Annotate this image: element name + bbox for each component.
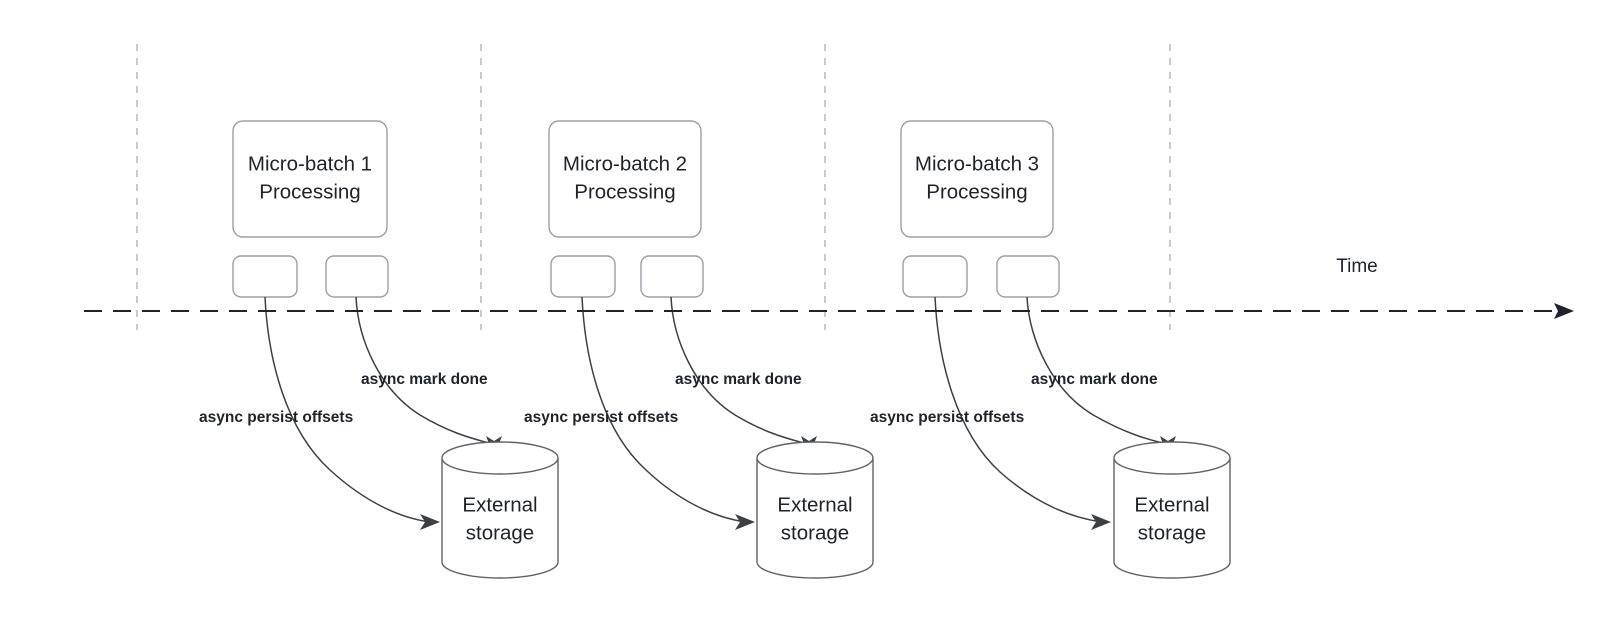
external-storage-cylinder-body[interactable] bbox=[441, 458, 559, 579]
external-storage-cylinder-body[interactable] bbox=[756, 458, 874, 579]
external-storage-label-line1: External bbox=[777, 493, 852, 516]
external-storage-cylinder-top[interactable] bbox=[1113, 441, 1231, 475]
async-mark-done-curve bbox=[355, 296, 493, 445]
async-persist-offsets-label: async persist offsets bbox=[870, 409, 1024, 426]
async-persist-offsets-label: async persist offsets bbox=[199, 409, 353, 426]
micro-batch-label-line2: Processing bbox=[926, 180, 1027, 203]
async-persist-offsets-arrowhead bbox=[1091, 514, 1111, 530]
external-storage-label-line2: storage bbox=[781, 521, 849, 544]
external-storage-label-line2: storage bbox=[1138, 521, 1206, 544]
micro-batch-label-line1: Micro-batch 2 bbox=[563, 152, 687, 175]
task-box-left[interactable] bbox=[550, 255, 616, 298]
task-box-left[interactable] bbox=[232, 255, 298, 298]
micro-batch-box[interactable] bbox=[900, 120, 1054, 238]
task-box-left[interactable] bbox=[902, 255, 968, 298]
async-persist-offsets-label: async persist offsets bbox=[524, 409, 678, 426]
task-box-right[interactable] bbox=[640, 255, 704, 298]
time-axis-arrowhead bbox=[1554, 303, 1574, 319]
micro-batch-label-line1: Micro-batch 3 bbox=[915, 152, 1039, 175]
micro-batch-label-line1: Micro-batch 1 bbox=[248, 152, 372, 175]
task-box-right[interactable] bbox=[996, 255, 1060, 298]
external-storage-cylinder-top[interactable] bbox=[441, 441, 559, 475]
micro-batch-label-line2: Processing bbox=[259, 180, 360, 203]
async-mark-done-curve bbox=[1026, 296, 1167, 445]
async-persist-offsets-arrowhead bbox=[420, 514, 440, 530]
async-persist-offsets-curve bbox=[264, 296, 431, 523]
async-mark-done-label: async mark done bbox=[675, 371, 802, 388]
external-storage-label-line1: External bbox=[462, 493, 537, 516]
time-axis-label: Time bbox=[1336, 256, 1378, 277]
external-storage-label-line1: External bbox=[1134, 493, 1209, 516]
async-persist-offsets-curve bbox=[581, 296, 747, 523]
async-mark-done-label: async mark done bbox=[1031, 371, 1158, 388]
micro-batch-label-line2: Processing bbox=[574, 180, 675, 203]
boundary-ticks bbox=[136, 44, 1171, 330]
async-mark-done-curve bbox=[670, 296, 808, 445]
external-storage-cylinder-body[interactable] bbox=[1113, 458, 1231, 579]
micro-batch-box[interactable] bbox=[548, 120, 702, 238]
async-mark-done-label: async mark done bbox=[361, 371, 488, 388]
external-storage-label-line2: storage bbox=[466, 521, 534, 544]
async-persist-offsets-arrowhead bbox=[735, 514, 755, 530]
time-axis: Time bbox=[84, 256, 1574, 319]
task-box-right[interactable] bbox=[325, 255, 389, 298]
external-storage-cylinder-top[interactable] bbox=[756, 441, 874, 475]
micro-batch-box[interactable] bbox=[232, 120, 388, 238]
async-persist-offsets-curve bbox=[934, 296, 1103, 523]
